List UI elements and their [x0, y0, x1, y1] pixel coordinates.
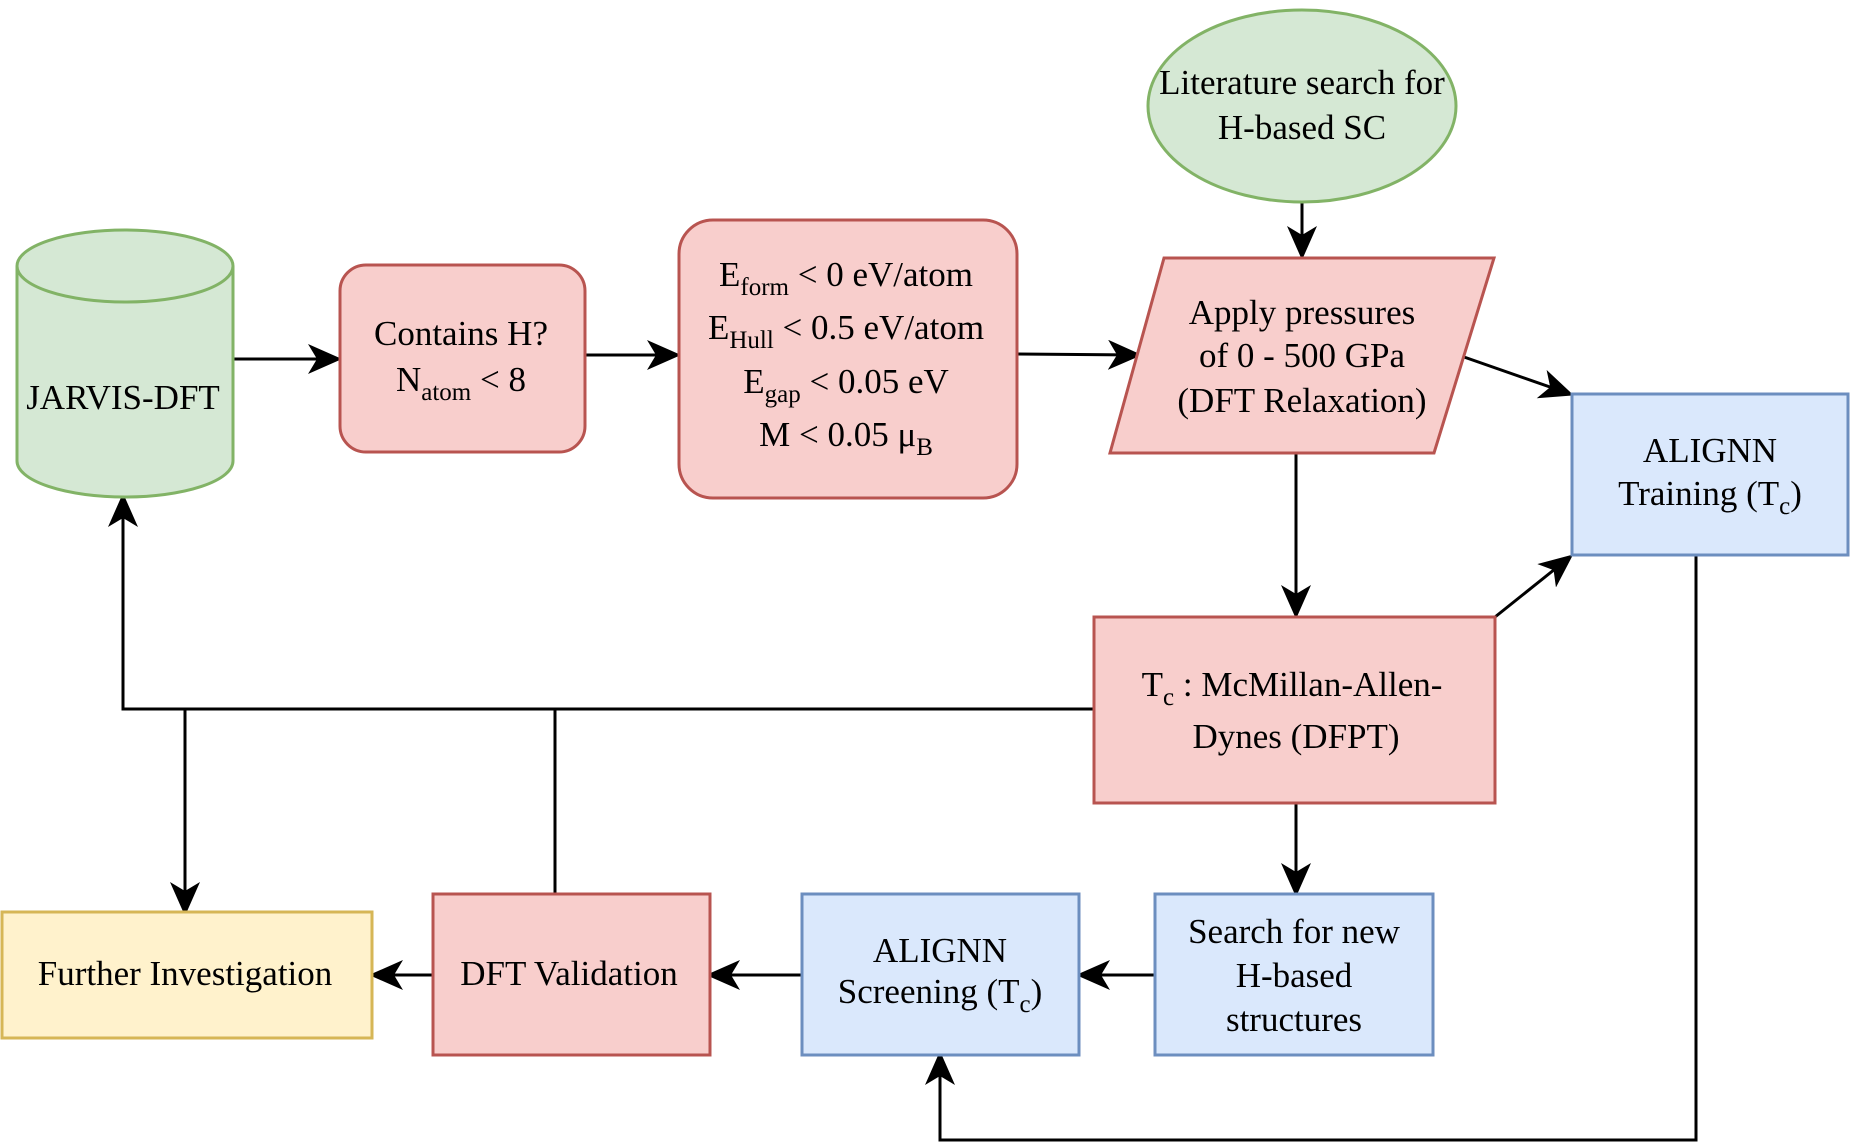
search-line1: Search for new [1188, 912, 1401, 951]
validation-label: DFT Validation [460, 954, 677, 993]
further-label: Further Investigation [38, 954, 333, 993]
tc-line1: Tc : McMillan-Allen- [1142, 665, 1443, 711]
search-line2: H-based [1236, 956, 1353, 995]
arrow-criteria-to-pressure [1016, 339, 1142, 370]
contains-line2: Natom < 8 [396, 360, 526, 406]
pressure-line2: of 0 - 500 GPa [1199, 336, 1406, 375]
jarvis-label: JARVIS-DFT [26, 378, 220, 417]
arrow-pressure-to-training [1463, 355, 1574, 399]
arrow-tc-feedback-to-jarvis [108, 493, 1094, 711]
dft-validation-node: DFT Validation [431, 892, 712, 1057]
connectors [108, 202, 1698, 1142]
criteria-hull: EHull < 0.5 eV/atom [708, 308, 984, 354]
training-line2: Training (Tc) [1618, 474, 1802, 520]
contains-line1: Contains H? [374, 314, 548, 353]
apply-pressures-process: Apply pressures of 0 - 500 GPa (DFT Rela… [1108, 256, 1497, 455]
literature-search-node: Literature search for H-based SC [1146, 8, 1458, 204]
search-new-structures-node: Search for new H-based structures [1153, 892, 1435, 1057]
training-line1: ALIGNN [1643, 431, 1777, 470]
criteria-magnetic: M < 0.05 μB [759, 415, 933, 461]
criteria-formation: Eform < 0 eV/atom [719, 255, 973, 301]
screening-line1: ALIGNN [873, 931, 1007, 970]
pressure-line3: (DFT Relaxation) [1177, 381, 1426, 420]
contains-h-filter: Contains H? Natom < 8 [338, 263, 587, 454]
criteria-gap: Egap < 0.05 eV [743, 362, 949, 408]
literature-line1: Literature search for [1159, 63, 1445, 102]
stability-criteria-filter: Eform < 0 eV/atom EHull < 0.5 eV/atom Eg… [677, 218, 1019, 500]
pressure-line1: Apply pressures [1189, 293, 1416, 332]
tc-line2: Dynes (DFPT) [1192, 717, 1399, 756]
literature-line2: H-based SC [1218, 108, 1386, 147]
alignn-screening-node: ALIGNN Screening (Tc) [800, 892, 1081, 1057]
jarvis-dft-database: JARVIS-DFT [15, 228, 235, 499]
search-line3: structures [1226, 1000, 1362, 1039]
tc-mcmillan-node: Tc : McMillan-Allen- Dynes (DFPT) [1092, 615, 1497, 805]
further-investigation-node: Further Investigation [0, 910, 374, 1040]
arrow-tc-to-training [1494, 554, 1574, 619]
alignn-training-node: ALIGNN Training (Tc) [1570, 392, 1850, 557]
arrow-training-to-screening [925, 555, 1698, 1142]
screening-line2: Screening (Tc) [838, 972, 1043, 1018]
